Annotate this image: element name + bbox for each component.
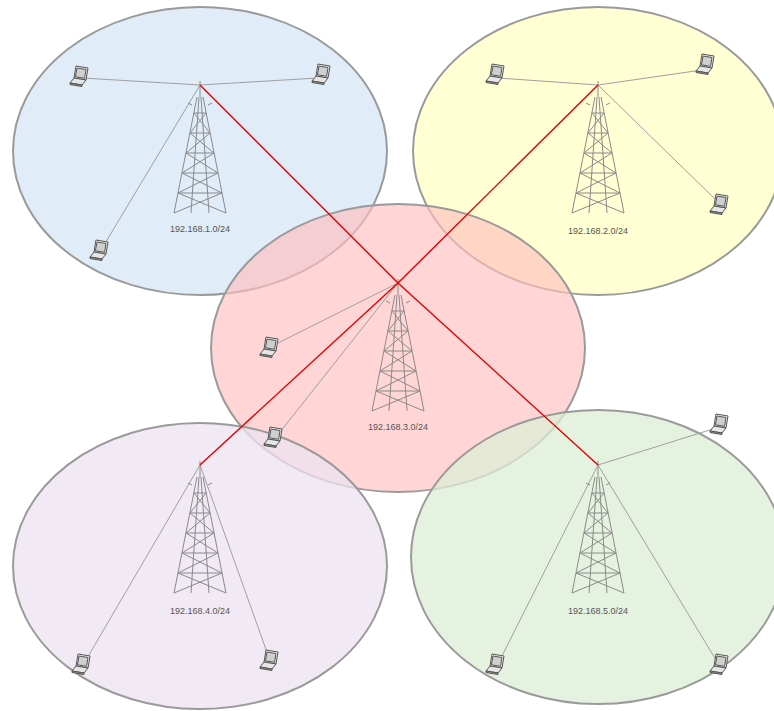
subnet-label: 192.168.5.0/24: [568, 607, 628, 617]
tower-icons: [174, 81, 624, 593]
subnet-label: 192.168.3.0/24: [368, 423, 428, 433]
subnet-label: 192.168.2.0/24: [568, 227, 628, 237]
subnet-label: 192.168.4.0/24: [170, 607, 230, 617]
laptop-icons: [70, 54, 728, 675]
backhaul-link: [398, 85, 598, 283]
backhaul-link: [398, 283, 598, 465]
backhaul-link: [200, 283, 398, 465]
backhaul-link: [200, 85, 398, 283]
client-links: [82, 70, 716, 660]
subnet-label: 192.168.1.0/24: [170, 225, 230, 235]
